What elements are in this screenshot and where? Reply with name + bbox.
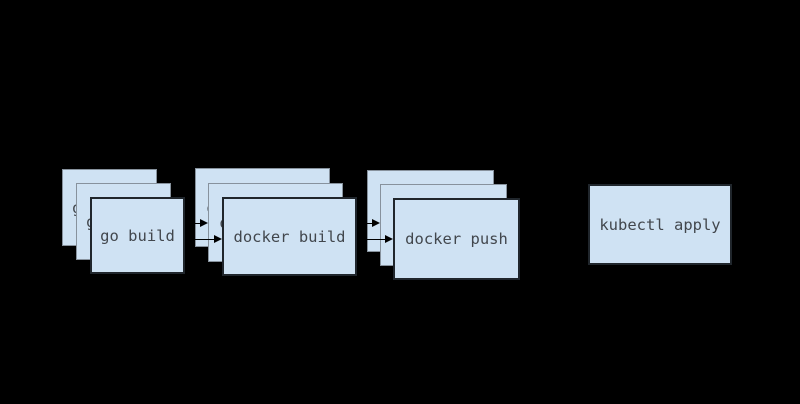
arrowhead-icon (372, 219, 380, 227)
docker-push-card: docker push (393, 198, 520, 280)
card-label: kubectl apply (599, 215, 721, 234)
arrow-shaft (343, 222, 372, 225)
arrowhead-icon (214, 235, 222, 243)
card-label: docker push (405, 230, 508, 248)
arrow-shaft (171, 222, 200, 225)
arrow-shaft (185, 238, 214, 241)
card-label: docker build (233, 227, 346, 246)
arrow-shaft (357, 238, 385, 241)
arrowhead-icon (200, 219, 208, 227)
go-build-card: go build (90, 197, 185, 274)
arrowhead-icon (385, 235, 393, 243)
kubectl-apply-card: kubectl apply (588, 184, 732, 265)
card-label: go build (100, 226, 175, 245)
docker-build-card: docker build (222, 197, 357, 276)
